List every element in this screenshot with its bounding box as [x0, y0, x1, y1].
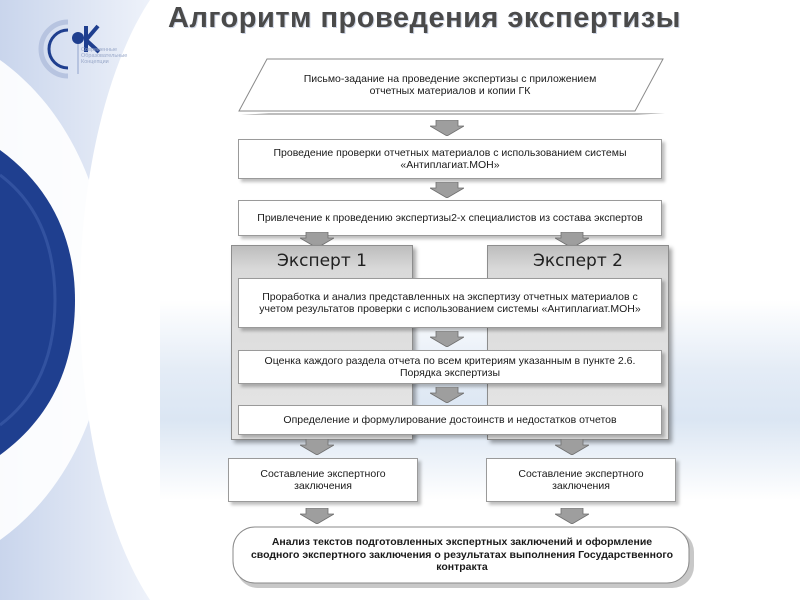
final-rounded-box — [232, 526, 694, 588]
arrow-down-icon — [555, 508, 589, 524]
logo-caption-line: Современные — [81, 47, 117, 53]
step-analysis: Проработка и анализ представленных на эк… — [238, 278, 662, 328]
step-merits-flaws: Определение и формулирование достоинств … — [238, 405, 662, 435]
step-evaluation: Оценка каждого раздела отчета по всем кр… — [238, 350, 662, 384]
arrow-down-icon — [430, 120, 464, 136]
step-involve-experts: Привлечение к проведению экспертизы2-х с… — [238, 200, 662, 236]
arrow-down-icon — [300, 232, 334, 248]
arrow-down-icon — [430, 182, 464, 198]
expert-2-label: Эксперт 2 — [533, 251, 623, 271]
conclusion-expert-2: Составление экспертного заключения — [486, 458, 676, 502]
expert-1-label: Эксперт 1 — [277, 251, 367, 271]
slide-title: Алгоритм проведения экспертизы — [168, 2, 681, 34]
arrow-down-icon — [430, 331, 464, 347]
arrow-down-icon — [555, 232, 589, 248]
step-letter-task: Письмо-задание на проведение экспертизы … — [303, 72, 597, 98]
conclusion-expert-1: Составление экспертного заключения — [228, 458, 418, 502]
logo-caption-line: Образовательные — [81, 53, 128, 59]
step-final-summary: Анализ текстов подготовленных экспертных… — [250, 536, 674, 574]
arrow-down-icon — [430, 387, 464, 403]
logo-caption-line: Концепции — [81, 59, 109, 65]
start-parallelogram — [238, 58, 665, 115]
logo-caption: Современные Образовательные Концепции — [81, 47, 141, 65]
arrow-down-icon — [300, 508, 334, 524]
arrow-down-icon — [300, 439, 334, 455]
logo-icon — [38, 19, 101, 79]
step-plagiarism-check: Проведение проверки отчетных материалов … — [238, 139, 662, 179]
arrow-down-icon — [555, 439, 589, 455]
